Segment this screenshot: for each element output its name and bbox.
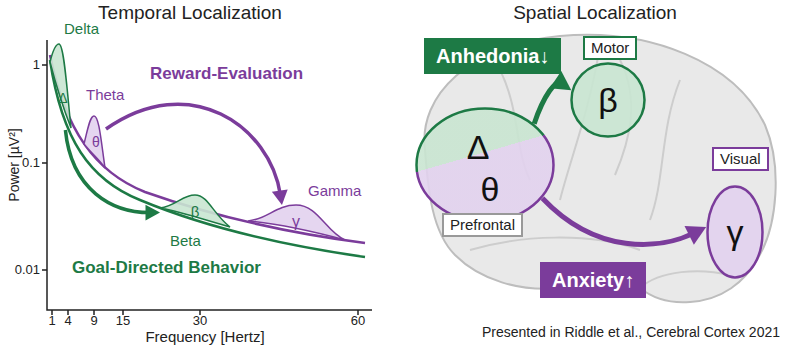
chart-label: Beta: [170, 232, 201, 250]
label-box: Visual: [712, 147, 769, 171]
chart-label: Power [µV²]: [6, 128, 23, 201]
arrow-head: [146, 205, 161, 221]
box-text: Anhedonia↓: [436, 44, 549, 68]
chart-label: Frequency [Hertz]: [145, 328, 264, 346]
spectral-peak: γ: [248, 205, 345, 240]
label-box: Anhedonia↓: [424, 38, 561, 74]
region-shape: [417, 109, 554, 222]
region-symbol: Δ: [58, 91, 67, 105]
connector-arrow: [534, 71, 571, 124]
connector-line: [542, 198, 694, 244]
arrow-head: [272, 189, 288, 205]
label-box: Anxiety↑: [540, 262, 646, 298]
chart-label: 15: [116, 313, 130, 329]
arrow-head: [685, 226, 707, 245]
spectral-peak: θ: [84, 116, 106, 168]
chart-label: Temporal Localization: [98, 2, 282, 25]
chart-axes: [47, 40, 372, 310]
spectral-peak: Δ: [50, 44, 72, 130]
chart-label: Delta: [64, 20, 99, 38]
brain-region: β: [570, 62, 646, 138]
region-symbol: θ: [92, 135, 100, 149]
region-symbol: β: [598, 83, 618, 117]
connector-line: [106, 104, 280, 195]
region-shape: [572, 64, 645, 137]
label-box: Motor: [583, 36, 637, 60]
brain-region: Δθ: [415, 107, 555, 223]
region-symbol: β: [191, 204, 200, 219]
chart-label: Gamma: [308, 182, 361, 200]
peak-shape: [248, 205, 345, 240]
connector-arrow: [65, 130, 160, 221]
brain-region: γ: [706, 185, 764, 279]
connector-line: [65, 130, 149, 213]
chart-label: 1: [48, 313, 55, 329]
chart-label: 60: [351, 313, 365, 329]
label-box: Prefrontal: [442, 213, 523, 237]
box-text: Motor: [591, 39, 629, 57]
region-symbol: θ: [481, 172, 500, 206]
region-shape: [708, 187, 763, 278]
region-symbol: Δ: [467, 130, 490, 164]
purple-spectrum: [50, 55, 365, 243]
spectral-peak: β: [160, 195, 230, 227]
chart-label: 0.1: [22, 155, 40, 171]
chart-label: 9: [90, 313, 97, 329]
chart-label: 1: [33, 57, 40, 73]
box-text: Prefrontal: [450, 216, 515, 234]
peak-shape: [84, 116, 105, 168]
peak-shape: [160, 195, 230, 227]
connector-arrow: [106, 104, 288, 205]
green-spectrum: [50, 60, 365, 257]
peak-shape: [50, 44, 71, 128]
box-text: Anxiety↑: [552, 268, 634, 292]
chart-label: Goal-Directed Behavior: [72, 258, 261, 278]
chart-label: 4: [64, 313, 71, 329]
shape-outline: [50, 44, 72, 130]
chart-label: 0.01: [15, 262, 40, 278]
region-symbol: γ: [292, 214, 300, 230]
figure-caption: Presented in Riddle et al., Cerebral Cor…: [482, 324, 780, 341]
box-text: Visual: [720, 150, 761, 168]
chart-label: 30: [193, 313, 207, 329]
connector-arrow: [542, 198, 706, 245]
chart-label: Reward-Evaluation: [150, 64, 303, 84]
chart-label: Theta: [86, 86, 124, 104]
chart-label: Spatial Localization: [513, 2, 677, 25]
region-symbol: γ: [727, 215, 744, 249]
